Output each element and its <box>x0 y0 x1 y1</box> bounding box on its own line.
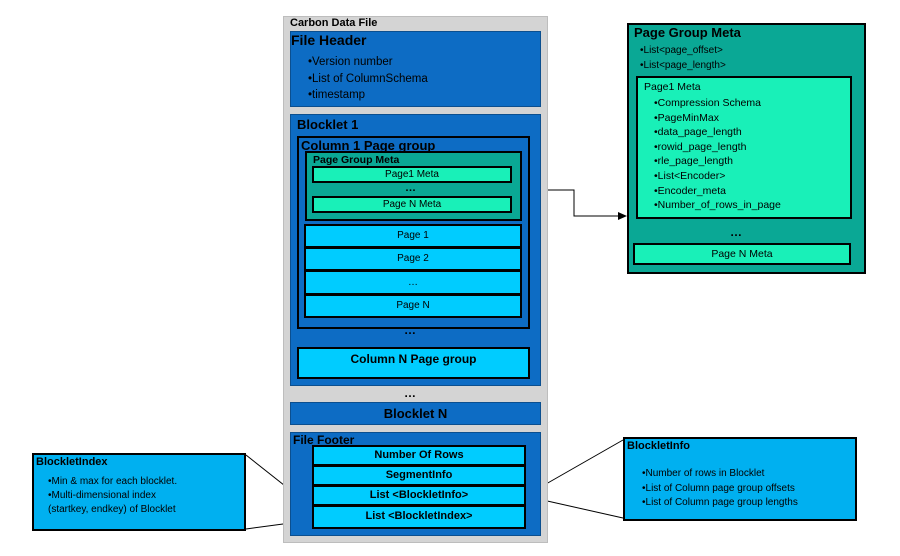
list-item: •rowid_page_length <box>654 140 747 153</box>
list-item: •List<Encoder> <box>654 169 726 182</box>
list-item: •List of Column page group lengths <box>642 497 798 508</box>
list-item: •Multi-dimensional index <box>48 490 156 501</box>
list-item: •timestamp <box>308 89 366 101</box>
blocklet-1-title: Blocklet 1 <box>297 117 359 132</box>
file-header-title: File Header <box>291 32 367 48</box>
list-item: •data_page_length <box>654 126 742 139</box>
blocklet-ellipsis: … <box>404 386 416 400</box>
blocklet-info-title: BlockletInfo <box>627 440 690 452</box>
list-item: •Compression Schema <box>654 97 761 109</box>
list-item: •List of Column page group offsets <box>642 482 795 494</box>
page-meta-small-ellipsis: … <box>405 182 416 194</box>
page-ellipsis: … <box>304 270 522 295</box>
page1-meta-detail-items: •Compression Schema •PageMinMax •data_pa… <box>654 96 781 213</box>
pagen-meta-small: Page N Meta <box>312 196 512 213</box>
list-item: •Number_of_rows_in_page <box>654 199 781 212</box>
blocklet-n: Blocklet N <box>290 402 541 425</box>
file-header: File Header •Version number •List of Col… <box>290 31 541 107</box>
footer-list-blockletinfo: List <BlockletInfo> <box>312 485 526 506</box>
page-2: Page 2 <box>304 247 522 271</box>
list-item: •rle_page_length <box>654 155 733 168</box>
list-item: •Version number <box>308 56 393 68</box>
blocklet-info-items: •Number of rows in Blocklet •List of Col… <box>642 467 798 511</box>
list-item: •PageMinMax <box>654 111 719 124</box>
column-ellipsis: … <box>404 323 416 337</box>
column-n-page-group: Column N Page group <box>297 347 530 379</box>
page1-meta-detail-title: Page1 Meta <box>644 81 701 93</box>
page-group-meta-detail-title: Page Group Meta <box>634 25 741 40</box>
blocklet-index-box: BlockletIndex •Min & max for each blockl… <box>32 453 246 531</box>
page-group-meta-small-title: Page Group Meta <box>313 154 400 166</box>
page-n: Page N <box>304 294 522 318</box>
blocklet-index-title: BlockletIndex <box>36 456 108 468</box>
list-item: •List<page_length> <box>640 59 726 71</box>
page-meta-detail-ellipsis: … <box>730 225 742 239</box>
carbon-data-file-title: Carbon Data File <box>290 17 378 29</box>
page-1: Page 1 <box>304 224 522 248</box>
footer-number-of-rows: Number Of Rows <box>312 445 526 466</box>
list-item: •Encoder_meta <box>654 184 726 197</box>
page1-meta-small: Page1 Meta <box>312 166 512 183</box>
footer-segment-info: SegmentInfo <box>312 465 526 486</box>
blocklet-index-items: •Min & max for each blocklet. •Multi-dim… <box>48 475 177 517</box>
list-item: •Number of rows in Blocklet <box>642 468 765 479</box>
file-header-items: •Version number •List of ColumnSchema •t… <box>308 54 428 104</box>
column-1-title: Column 1 Page group <box>301 138 436 153</box>
blocklet-info-box: BlockletInfo •Number of rows in Blocklet… <box>623 437 857 521</box>
list-item: •List of ColumnSchema <box>308 72 428 85</box>
list-item: •List<page_offset> <box>640 45 723 56</box>
page1-meta-detail: Page1 Meta •Compression Schema •PageMinM… <box>636 76 852 219</box>
list-item: (startkey, endkey) of Blocklet <box>48 504 176 515</box>
page-group-meta-detail-items: •List<page_offset> •List<page_length> <box>640 44 726 73</box>
pagen-meta-detail: Page N Meta <box>633 243 851 265</box>
file-footer-title: File Footer <box>293 433 355 447</box>
list-item: •Min & max for each blocklet. <box>48 476 178 487</box>
footer-list-blocklet-index: List <BlockletIndex> <box>312 505 526 529</box>
